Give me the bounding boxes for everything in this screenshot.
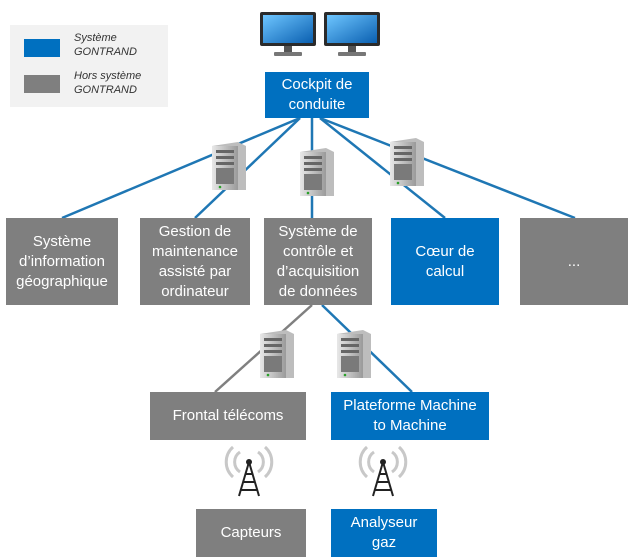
node-other: ... — [520, 218, 628, 305]
server-icon — [337, 330, 371, 378]
link-cockpit-coeur — [319, 117, 446, 219]
node-coeur: Cœur de calcul — [391, 218, 499, 305]
server-icon — [300, 148, 334, 196]
server-icon — [390, 138, 424, 186]
monitor-icon — [324, 12, 380, 56]
antenna-icon — [358, 445, 408, 497]
link-cockpit-sig — [61, 116, 301, 220]
node-analyseur: Analyseur gaz — [331, 509, 437, 557]
legend: Système GONTRAND Hors système GONTRAND — [10, 25, 168, 107]
legend-swatch-hors — [24, 75, 60, 93]
link-cockpit-other — [319, 116, 576, 220]
server-icon — [212, 142, 246, 190]
link-cockpit-gmao — [194, 117, 301, 219]
monitor-icon — [260, 12, 316, 56]
legend-swatch-gontrand — [24, 39, 60, 57]
legend-label-gontrand: Système GONTRAND — [74, 32, 137, 58]
node-capteurs: Capteurs — [196, 509, 306, 557]
node-cockpit: Cockpit de conduite — [265, 72, 369, 118]
server-icon — [260, 330, 294, 378]
node-sig: Système d’information géographique — [6, 218, 118, 305]
node-frontal: Frontal télécoms — [150, 392, 306, 440]
legend-label-hors: Hors système GONTRAND — [74, 70, 142, 96]
node-scada: Système de contrôle et d’acquisition de … — [264, 218, 372, 305]
node-gmao: Gestion de maintenance assisté par ordin… — [140, 218, 250, 305]
node-m2m: Plateforme Machine to Machine — [331, 392, 489, 440]
antenna-icon — [224, 445, 274, 497]
